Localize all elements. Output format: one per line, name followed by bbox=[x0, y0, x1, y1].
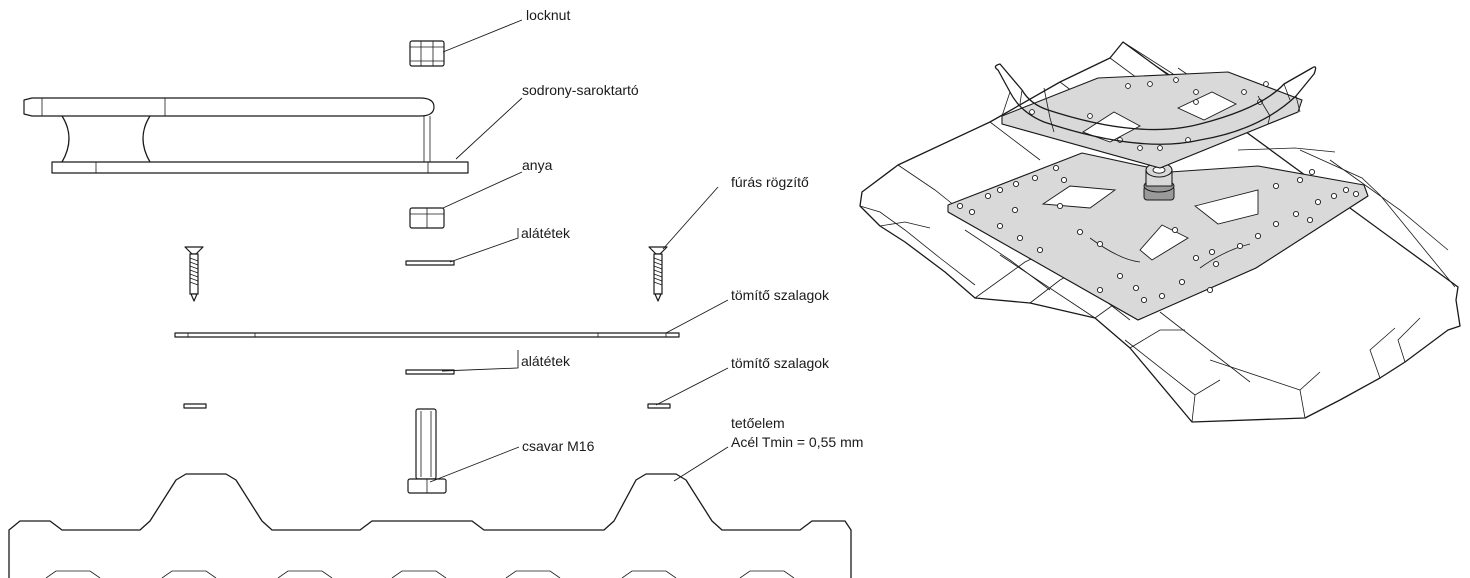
label-tomito-1: tömítő szalagok bbox=[731, 287, 830, 303]
washer-upper bbox=[405, 260, 455, 266]
nut-part bbox=[409, 207, 445, 229]
leader-lines bbox=[429, 19, 729, 483]
iso-base-plate bbox=[947, 152, 1369, 321]
label-alatet-2: alátétek bbox=[521, 353, 571, 369]
label-csavar: csavar M16 bbox=[522, 438, 595, 454]
exploded-view: locknut sodrony-saroktartó anya fúrás rö… bbox=[8, 7, 863, 578]
roof-profile-part bbox=[8, 473, 852, 578]
label-alatet-1: alátétek bbox=[521, 225, 571, 241]
part-labels: locknut sodrony-saroktartó anya fúrás rö… bbox=[521, 7, 863, 454]
locknut-part bbox=[409, 40, 445, 67]
label-saroktarto: sodrony-saroktartó bbox=[522, 82, 639, 98]
label-anya: anya bbox=[522, 157, 553, 173]
label-tetoelem-spec: Acél Tmin = 0,55 mm bbox=[731, 434, 863, 450]
iso-bolt-holes bbox=[956, 164, 1360, 304]
sealing-tape-small-left bbox=[183, 403, 207, 409]
label-tetoelem: tetőelem bbox=[731, 415, 785, 431]
drill-screw-left bbox=[184, 246, 204, 302]
isometric-assembly-view bbox=[859, 41, 1461, 423]
label-locknut: locknut bbox=[526, 7, 570, 23]
drill-screw-right bbox=[648, 246, 668, 302]
label-tomito-2: tömítő szalagok bbox=[731, 355, 830, 371]
iso-corner-bracket bbox=[994, 63, 1317, 169]
washer-lower bbox=[405, 369, 455, 375]
iso-center-bolt bbox=[1143, 162, 1175, 201]
label-furas: fúrás rögzítő bbox=[731, 174, 809, 190]
sealing-tape-small-right bbox=[647, 403, 671, 409]
corner-bracket-part bbox=[23, 97, 469, 174]
bolt-m16-part bbox=[407, 408, 447, 494]
sealing-tape-long bbox=[174, 332, 680, 338]
